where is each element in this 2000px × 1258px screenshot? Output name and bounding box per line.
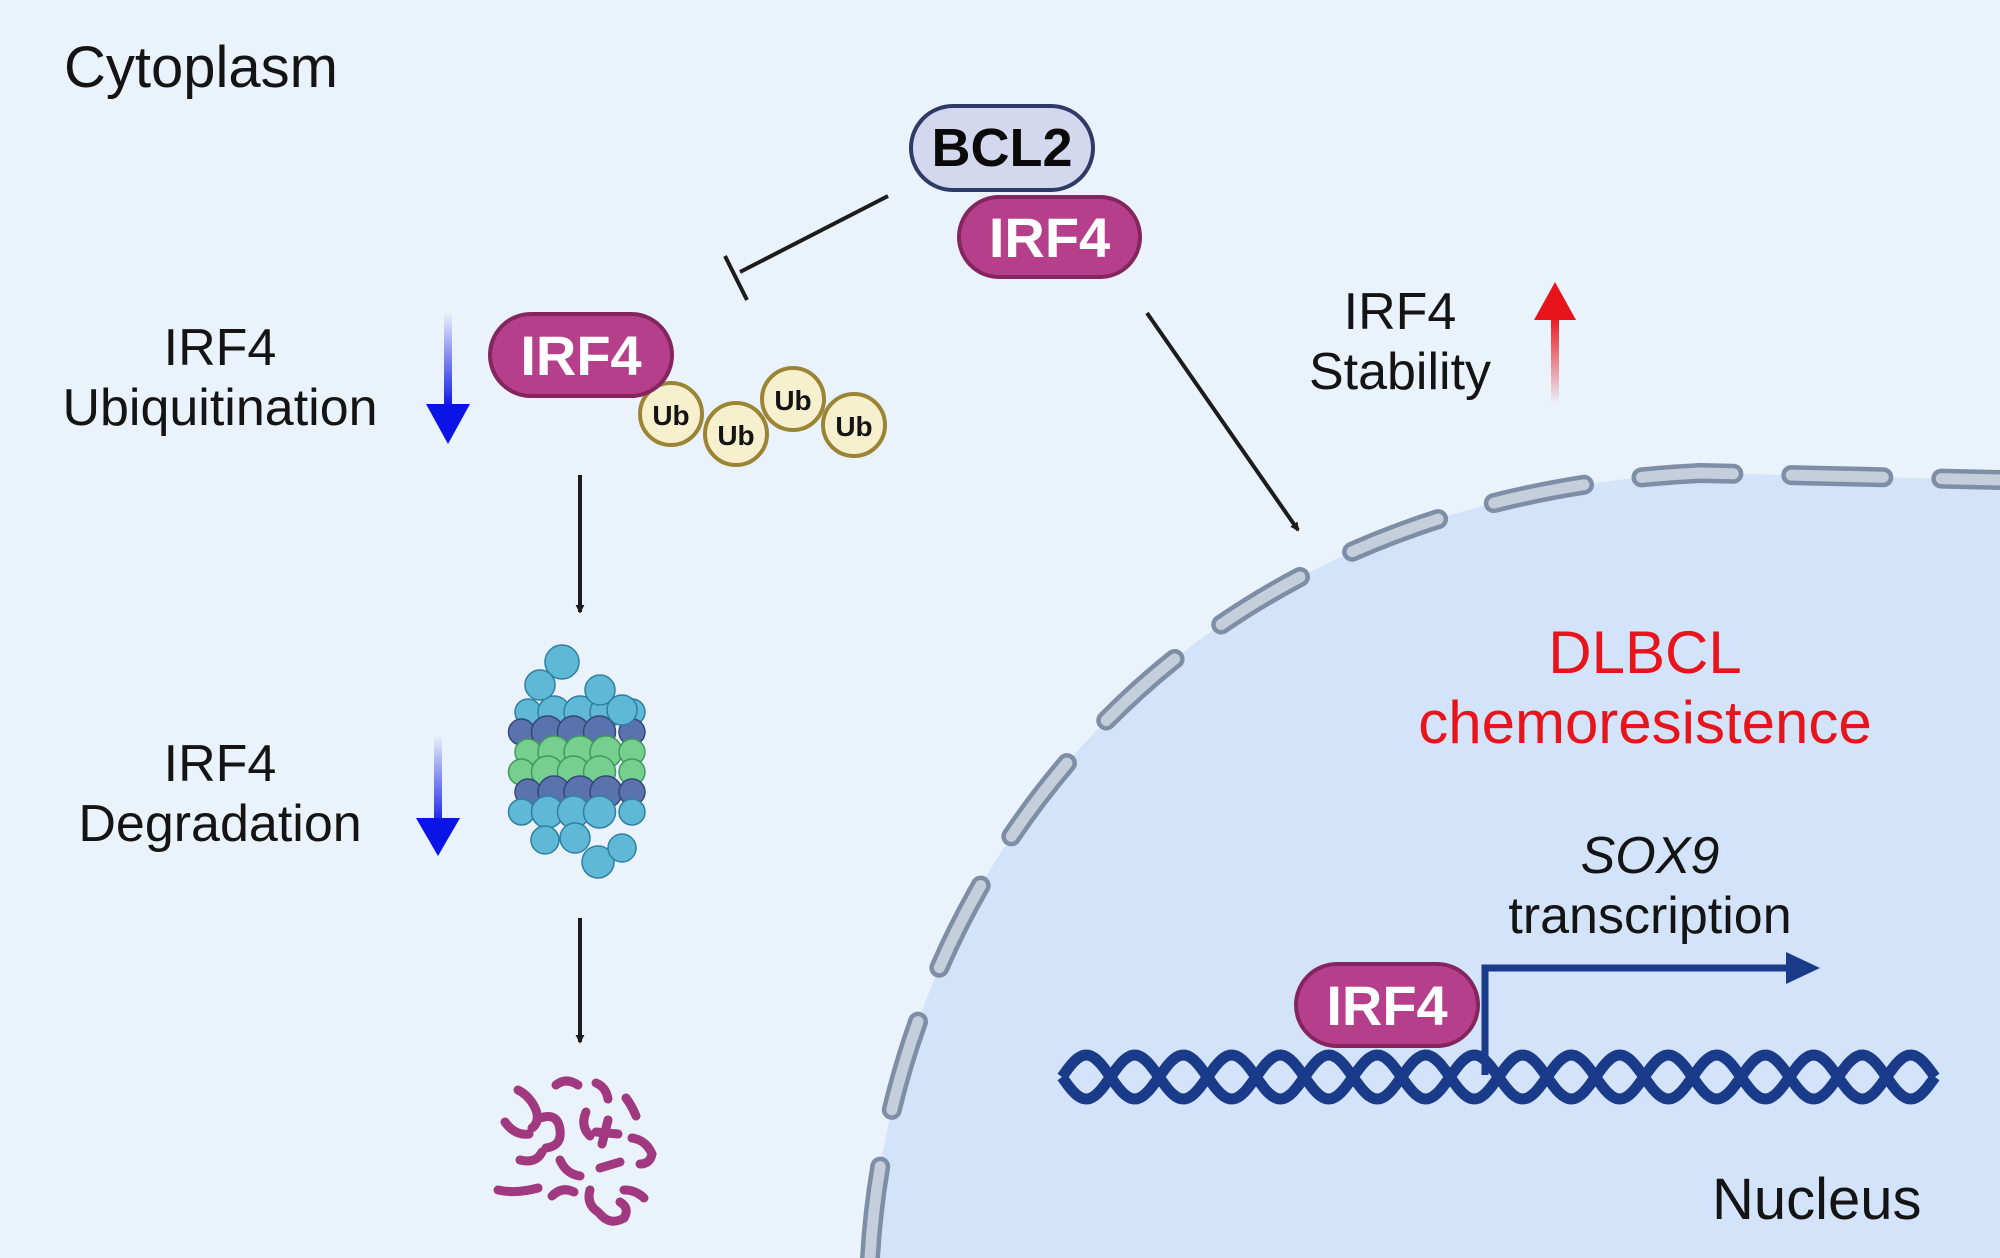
bcl2-protein: BCL2 xyxy=(909,104,1095,192)
transcription-word: transcription xyxy=(1508,887,1792,946)
ubiquitination-down-arrow xyxy=(426,312,470,444)
inhibition-line xyxy=(739,194,889,274)
degradation-label-line2: Degradation xyxy=(78,795,362,854)
nucleus-label: Nucleus xyxy=(1712,1167,1922,1232)
nuclear-import-arrow xyxy=(1145,311,1300,532)
stability-label-line1: IRF4 xyxy=(1343,283,1457,341)
ub-label: Ub xyxy=(774,385,811,416)
degradation-label: IRF4 Degradation xyxy=(30,734,410,855)
dna-helix-icon xyxy=(1057,1049,1940,1105)
inhibition-bar xyxy=(723,255,749,301)
ubiquitin-chain: Ub Ub Ub Ub xyxy=(638,366,887,467)
transcription-start-arrow xyxy=(1481,952,1820,1075)
proteasome-icon xyxy=(507,644,646,879)
degradation-down-arrow xyxy=(416,735,460,856)
irf4-complex-protein: IRF4 xyxy=(957,195,1142,279)
transcription-label: SOX9 transcription xyxy=(1460,826,1840,947)
outcome-label-line2: chemoresistence xyxy=(1418,688,1872,756)
stability-up-arrow xyxy=(1534,282,1576,404)
nuclear-envelope-inner xyxy=(864,467,2000,1258)
gene-name: SOX9 xyxy=(1580,827,1720,885)
ub-label: Ub xyxy=(717,420,754,451)
ub-label: Ub xyxy=(835,411,872,442)
ub-icon: Ub xyxy=(821,392,887,458)
ubiquitination-label-line1: IRF4 xyxy=(163,319,277,377)
outcome-label-line1: DLBCL xyxy=(1548,619,1742,686)
irf4-ubiquitinated-protein: IRF4 xyxy=(488,312,674,398)
ub-icon: Ub xyxy=(638,381,704,447)
ub-icon: Ub xyxy=(703,401,769,467)
ubiquitination-label-line2: Ubiquitination xyxy=(62,379,378,438)
ub-label: Ub xyxy=(652,400,689,431)
stability-label-line2: Stability xyxy=(1308,343,1492,402)
degradation-label-line1: IRF4 xyxy=(163,735,277,793)
peptide-fragments-icon xyxy=(493,1076,657,1226)
cytoplasm-label: Cytoplasm xyxy=(64,35,338,100)
irf4-promoter-bound-protein: IRF4 xyxy=(1294,962,1480,1048)
outcome-label: DLBCL chemoresistence xyxy=(1350,618,1940,757)
stability-label: IRF4 Stability xyxy=(1250,282,1550,403)
ub-icon: Ub xyxy=(760,366,826,432)
ubiquitination-label: IRF4 Ubiquitination xyxy=(30,318,410,439)
